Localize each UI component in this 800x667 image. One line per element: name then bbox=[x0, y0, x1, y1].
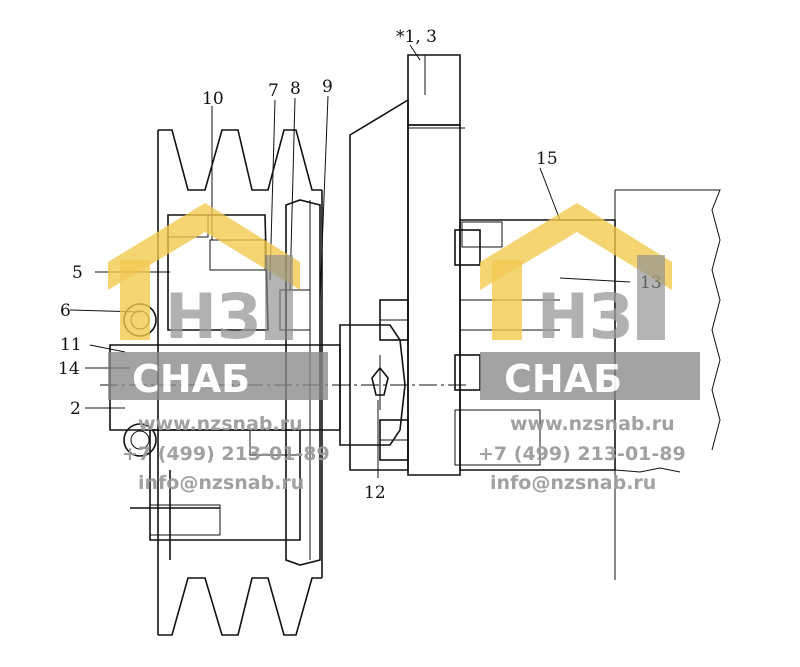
callout-15: 15 bbox=[536, 149, 558, 169]
callout-6: 6 bbox=[60, 301, 71, 321]
engine-outline bbox=[615, 189, 721, 451]
callout-9: 9 bbox=[322, 77, 333, 97]
watermark-email: info@nzsnab.ru bbox=[138, 472, 304, 494]
callout-11: 11 bbox=[60, 335, 82, 355]
callout-5: 5 bbox=[72, 263, 83, 283]
flange-disk bbox=[285, 199, 321, 566]
pulley-groove-bottom bbox=[158, 577, 322, 636]
callout-7: 7 bbox=[268, 81, 279, 101]
callout-2: 2 bbox=[70, 399, 81, 419]
watermark-logo-letters-right: НЗ bbox=[537, 280, 633, 353]
pulley-groove-top bbox=[158, 129, 322, 191]
watermark-brand: СНАБ bbox=[132, 357, 250, 401]
housing-plate bbox=[407, 124, 461, 476]
watermark-site-right: www.nzsnab.ru bbox=[510, 413, 675, 435]
grease-nipple bbox=[371, 366, 389, 396]
callout-10: 10 bbox=[202, 89, 224, 109]
watermark-brand-right: СНАБ bbox=[504, 357, 622, 401]
callout-8: 8 bbox=[290, 79, 301, 99]
callout-12: 12 bbox=[364, 483, 386, 503]
watermark-phone: +7 (499) 213-01-89 bbox=[122, 443, 330, 465]
shaft-nose bbox=[339, 324, 406, 446]
watermark-phone-right: +7 (499) 213-01-89 bbox=[478, 443, 686, 465]
watermark-right: НЗ СНАБ www.nzsnab.ru +7 (499) 213-01-89… bbox=[478, 203, 700, 494]
housing-top bbox=[407, 54, 461, 126]
watermark-site: www.nzsnab.ru bbox=[138, 413, 303, 435]
watermark-email-right: info@nzsnab.ru bbox=[490, 472, 656, 494]
bearing-lower bbox=[123, 423, 157, 457]
callout-14: 14 bbox=[58, 359, 80, 379]
callout-1-3: *1, 3 bbox=[396, 27, 437, 47]
watermark-left: НЗ СНАБ www.nzsnab.ru +7 (499) 213-01-89… bbox=[108, 203, 330, 494]
housing-web bbox=[349, 98, 409, 471]
watermark-logo-letters: НЗ bbox=[165, 280, 261, 353]
